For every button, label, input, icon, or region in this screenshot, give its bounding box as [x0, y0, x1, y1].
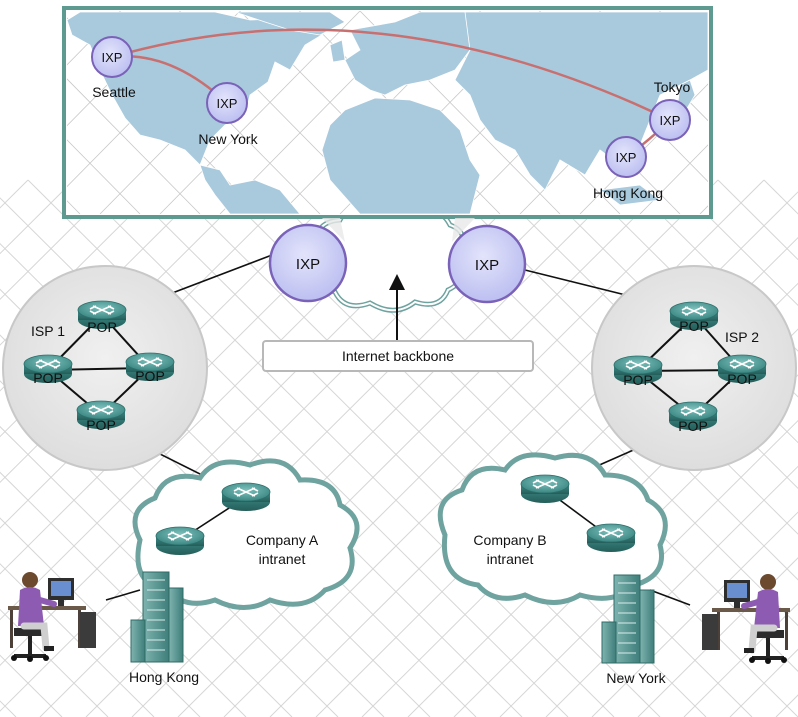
pop-label: POP — [87, 319, 117, 335]
isp1-pop-right: POP — [125, 352, 175, 384]
grid-line — [131, 179, 673, 717]
grid-line — [591, 511, 798, 717]
city-label-hong-kong: Hong Kong — [593, 185, 663, 201]
isp2-pop-left: POP — [613, 355, 663, 388]
company-a-label-line2: intranet — [259, 551, 306, 567]
pop-label: POP — [623, 372, 653, 388]
map-ixp-tokyo: IXP — [649, 99, 691, 141]
pop-label: POP — [678, 418, 708, 434]
map-ixp-seattle: IXP — [91, 36, 133, 78]
company-b-router-1 — [520, 474, 570, 504]
isp2-pop-top: POP — [669, 301, 719, 334]
ixp-label: IXP — [475, 257, 499, 274]
grid-line — [533, 179, 798, 444]
grid-line — [0, 425, 293, 717]
grid-line — [637, 557, 798, 717]
isp1-label: ISP 1 — [31, 323, 65, 339]
company-b-intranet-cloud: Company B intranet — [437, 452, 668, 605]
isp2-label: ISP 2 — [725, 329, 759, 345]
map-grid-line — [0, 11, 60, 214]
isp1-pop-top: POP — [77, 300, 127, 335]
pop-label: POP — [727, 371, 757, 387]
world-map-panel: IXP IXP IXP IXP Seattle New York Tokyo H… — [0, 6, 798, 219]
ixp-label: IXP — [296, 256, 320, 273]
map-grid-line — [780, 11, 798, 214]
company-b-building — [601, 574, 655, 664]
backbone-ixp-right: IXP — [447, 224, 527, 304]
grid-line — [0, 197, 523, 717]
isp2-pop-right: POP — [717, 354, 767, 387]
backbone-label: Internet backbone — [342, 348, 454, 364]
company-b-label-line2: intranet — [487, 551, 534, 567]
pop-label: POP — [86, 417, 116, 433]
map-grid-line — [67, 78, 201, 214]
company-a-label-line1: Company A — [246, 532, 319, 548]
map-grid-line — [720, 11, 798, 214]
grid-line — [119, 179, 661, 717]
map-grid-line — [760, 11, 798, 214]
city-label-new-york: New York — [198, 131, 258, 147]
grid-line — [499, 419, 798, 717]
ixp-label: IXP — [217, 96, 238, 111]
city-label-tokyo: Tokyo — [654, 79, 691, 95]
map-grid-line — [67, 139, 141, 214]
south-america-shape — [199, 164, 301, 214]
grid-line — [0, 179, 259, 438]
city-label-seattle: Seattle — [92, 84, 136, 100]
ixp-label: IXP — [102, 50, 123, 65]
isp1-pop-bottom: POP — [76, 400, 126, 433]
location-label-hong-kong: Hong Kong — [129, 669, 199, 685]
grid-line — [0, 608, 109, 717]
company-b-label-line1: Company B — [473, 532, 546, 548]
company-a-intranet-cloud: Company A intranet — [132, 458, 360, 610]
company-a-router-1 — [221, 482, 271, 512]
grid-line — [0, 179, 29, 209]
company-b-router-2 — [586, 523, 636, 553]
company-a-router-2 — [155, 526, 205, 556]
grid-line — [0, 179, 305, 484]
grid-line — [0, 700, 17, 717]
location-label-new-york: New York — [606, 670, 666, 686]
isp2-pop-bottom: POP — [668, 401, 718, 434]
grid-line — [0, 517, 201, 717]
isp2-region: ISP 2 POP POP POP POP — [591, 265, 797, 471]
grid-line — [177, 179, 719, 717]
pop-label: POP — [679, 318, 709, 334]
grid-line — [315, 236, 798, 717]
grid-line — [0, 242, 477, 717]
map-grid-line — [67, 11, 121, 66]
pop-label: POP — [33, 370, 63, 386]
ixp-label: IXP — [660, 113, 681, 128]
ixp-label: IXP — [616, 150, 637, 165]
grid-line — [73, 179, 615, 717]
grid-line — [0, 179, 121, 301]
map-grid-line — [639, 144, 708, 214]
map-callout — [322, 218, 475, 242]
africa-shape — [321, 97, 481, 214]
isp1-pop-left: POP — [23, 354, 73, 386]
isp1-region: ISP 1 POP POP POP POP — [2, 265, 208, 471]
backbone-ixp-left: IXP — [268, 223, 348, 303]
map-ixp-hong-kong: IXP — [605, 136, 647, 178]
pop-label: POP — [135, 368, 165, 384]
grid-line — [671, 179, 798, 307]
grid-line — [0, 563, 155, 717]
map-ixp-new-york: IXP — [206, 82, 248, 124]
company-a-building — [130, 571, 184, 663]
map-grid-line — [0, 11, 20, 214]
backbone-arrow — [389, 274, 405, 340]
backbone-label-box: Internet backbone — [262, 340, 534, 372]
map-grid-line — [159, 11, 361, 214]
